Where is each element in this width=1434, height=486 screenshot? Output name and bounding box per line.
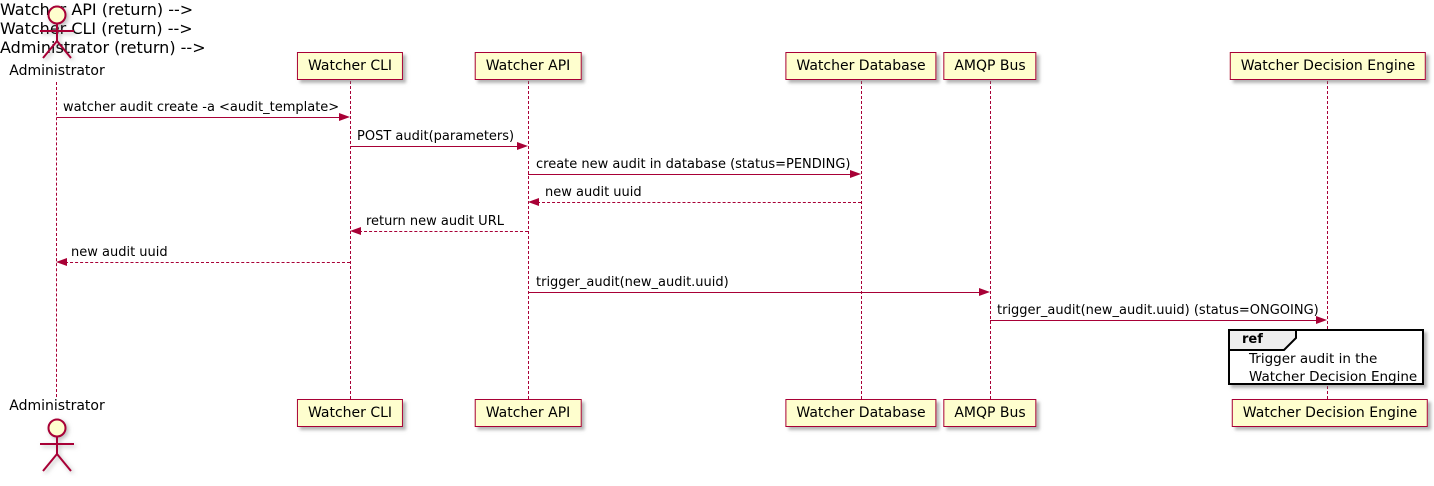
arrowhead-icon — [56, 258, 67, 266]
message-line — [528, 292, 982, 293]
lifeline-watcher-cli — [350, 81, 351, 399]
actor-icon — [40, 418, 74, 472]
message-label: new audit uuid — [71, 245, 168, 260]
ref-keyword: ref — [1242, 332, 1263, 347]
actor-label-administrator-bottom: Administrator — [9, 398, 105, 414]
participant-watcher-database-bottom: Watcher Database — [785, 399, 937, 427]
message-label: watcher audit create -a <audit_template> — [63, 100, 340, 115]
arrowhead-icon — [850, 170, 861, 178]
ref-fragment: ref Trigger audit in the Watcher Decisio… — [1228, 329, 1424, 385]
lifeline-administrator — [56, 82, 57, 397]
arrowhead-icon — [339, 113, 350, 121]
arrowhead-icon — [350, 227, 361, 235]
participant-amqp-bus-top: AMQP Bus — [943, 52, 1037, 80]
ref-text-line-2: Watcher Decision Engine — [1249, 369, 1418, 385]
arrowhead-icon — [1316, 316, 1327, 324]
lifeline-watcher-api — [528, 81, 529, 399]
message-label: trigger_audit(new_audit.uuid) — [536, 275, 729, 290]
participant-watcher-cli-bottom: Watcher CLI — [296, 399, 404, 427]
participant-watcher-api-top: Watcher API — [474, 52, 582, 80]
participant-watcher-api-bottom: Watcher API — [474, 399, 582, 427]
actor-icon — [40, 5, 74, 59]
actor-label-administrator-top: Administrator — [9, 63, 105, 79]
ref-tab-icon — [1228, 329, 1297, 351]
lifeline-watcher-decision-engine — [1327, 81, 1328, 399]
message-label: POST audit(parameters) — [357, 129, 515, 144]
message-label: trigger_audit(new_audit.uuid) (status=ON… — [997, 303, 1319, 318]
message-line — [57, 117, 342, 118]
message-line — [350, 146, 520, 147]
lifeline-watcher-database — [861, 81, 862, 399]
participant-watcher-database-top: Watcher Database — [785, 52, 937, 80]
message-label: create new audit in database (status=PEN… — [536, 157, 851, 172]
participant-watcher-cli-top: Watcher CLI — [296, 52, 404, 80]
arrowhead-icon — [517, 142, 528, 150]
message-line — [537, 202, 861, 203]
message-line — [528, 174, 853, 175]
message-line — [65, 262, 350, 263]
message-line — [990, 320, 1320, 321]
participant-watcher-decision-engine-bottom: Watcher Decision Engine — [1231, 399, 1429, 427]
arrowhead-icon — [528, 198, 539, 206]
ref-text-line-1: Trigger audit in the — [1249, 351, 1378, 367]
participant-amqp-bus-bottom: AMQP Bus — [943, 399, 1037, 427]
ref-text: Trigger audit in the Watcher Decision En… — [1249, 350, 1417, 386]
message-line — [359, 231, 528, 232]
message-label: return new audit URL — [366, 214, 504, 229]
lifeline-amqp-bus — [990, 81, 991, 399]
message-label: new audit uuid — [545, 185, 642, 200]
participant-watcher-decision-engine-top: Watcher Decision Engine — [1229, 52, 1427, 80]
arrowhead-icon — [979, 288, 990, 296]
